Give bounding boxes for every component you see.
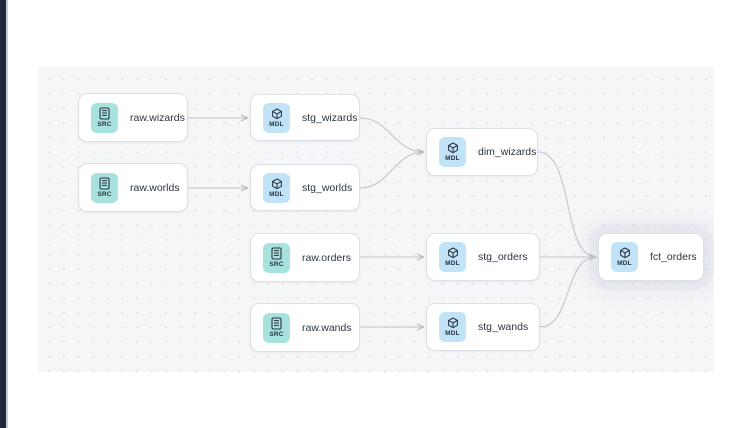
mdl-badge-tag: MDL [617,260,632,267]
edge-stg-wizards-dim-wizards [359,117,424,152]
node-raw-worlds[interactable]: SRC raw.worlds [78,163,188,212]
node-label: stg_wizards [302,111,358,124]
edge-stg-wands-fct-orders [539,257,596,328]
cube-icon [447,142,458,154]
left-rail [0,0,6,428]
src-badge: SRC [91,172,118,203]
database-icon [99,177,110,190]
node-stg-wizards[interactable]: MDL stg_wizards [250,94,360,141]
node-raw-wizards[interactable]: SRC raw.wizards [78,93,188,142]
src-badge: SRC [263,312,290,343]
mdl-badge-tag: MDL [269,120,284,128]
mdl-badge: MDL [439,312,466,342]
mdl-badge: MDL [439,242,466,272]
cube-icon [271,177,282,189]
node-label: raw.worlds [130,181,180,194]
node-label: raw.orders [302,251,352,264]
mdl-badge: MDL [439,137,466,167]
node-label: stg_worlds [302,181,353,194]
src-badge-tag: SRC [269,331,284,338]
node-label: dim_wizards [478,146,537,158]
cube-icon [447,247,458,259]
mdl-badge-tag: MDL [445,330,460,337]
cube-icon [447,317,458,329]
node-label: fct_orders [650,251,697,263]
src-badge-tag: SRC [97,191,112,198]
database-icon [99,107,110,120]
cube-icon [271,107,282,119]
cube-icon [619,247,630,259]
mdl-badge: MDL [263,172,290,203]
src-badge-tag: SRC [269,261,284,268]
graph-canvas[interactable]: SRC raw.wizards SRC raw.worlds [38,67,714,372]
node-raw-orders[interactable]: SRC raw.orders [250,233,360,282]
src-badge-tag: SRC [97,121,112,128]
mdl-badge: MDL [611,242,638,272]
node-label: stg_orders [478,251,528,263]
mdl-badge-tag: MDL [269,190,284,198]
node-label: raw.wands [302,321,352,334]
src-badge: SRC [263,242,290,273]
node-label: raw.wizards [130,111,185,124]
node-stg-orders[interactable]: MDL stg_orders [426,233,540,281]
mdl-badge-tag: MDL [445,260,460,267]
node-label: stg_wands [478,321,529,333]
src-badge: SRC [91,102,118,133]
node-dim-wizards[interactable]: MDL dim_wizards [426,128,538,176]
mdl-badge: MDL [263,102,290,133]
node-stg-wands[interactable]: MDL stg_wands [426,303,540,351]
left-rail-divider [6,0,8,428]
database-icon [271,247,282,260]
node-fct-orders[interactable]: MDL fct_orders [598,233,704,281]
mdl-badge-tag: MDL [445,155,460,162]
edge-stg-worlds-dim-wizards [359,152,424,189]
node-stg-worlds[interactable]: MDL stg_worlds [250,164,360,211]
node-raw-wands[interactable]: SRC raw.wands [250,303,360,352]
edge-dim-wizards-fct-orders [537,151,596,257]
database-icon [271,317,282,330]
